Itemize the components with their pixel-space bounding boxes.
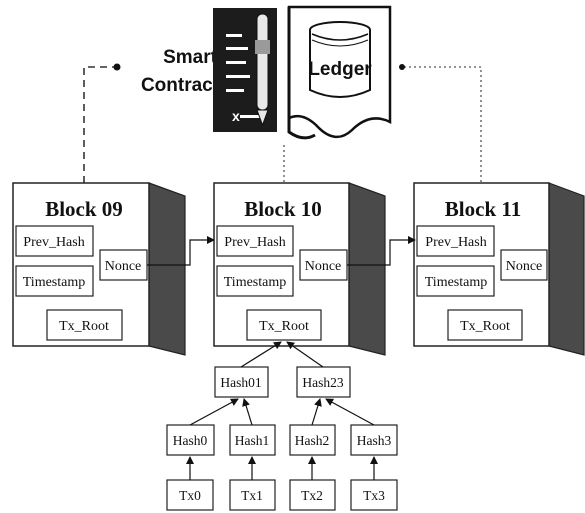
connector-endpoint-dot [399,64,405,70]
tree-edge [311,398,322,426]
chain-link-10-11 [347,236,416,266]
tx-node [166,479,214,511]
smart-contract: Smart Contract x [141,8,277,132]
top-connectors [83,63,482,183]
block-title: Block 11 [445,197,521,221]
hash-node [350,424,398,456]
contract-x-mark: x [232,108,240,124]
block-title: Block 10 [244,197,322,221]
block-title: Block 09 [45,197,123,221]
tree-edge [189,398,239,426]
tx-node [289,479,336,511]
hash-node [166,424,215,456]
tree-edge [242,398,253,426]
connector-endpoint-dot [113,63,121,71]
merkle-tree: Hash01 Hash23 Hash0 Hash1 Hash2 Hash3 Tx… [166,341,398,511]
timestamp-field: Timestamp [425,275,488,290]
hash01-label: Hash01 [220,375,261,390]
hash-node [229,424,276,456]
chain-link-09-10 [147,236,215,266]
tx-node [350,479,398,511]
tx3-label: Tx3 [363,488,385,503]
tx-root-field: Tx_Root [460,319,510,334]
nonce-field: Nonce [305,259,342,274]
tx2-label: Tx2 [301,488,323,503]
prev-hash-field: Prev_Hash [425,235,486,250]
hash-node [296,366,351,398]
tx-root-field: Tx_Root [59,319,109,334]
hash0-label: Hash0 [173,433,208,448]
ledger-label: Ledger [308,59,372,80]
hash23-label: Hash23 [302,375,343,390]
block-10: Block 10 Prev_Hash Timestamp Nonce Tx_Ro… [213,182,386,356]
hash2-label: Hash2 [295,433,330,448]
smart-contract-label-line1: Smart [163,47,218,68]
timestamp-field: Timestamp [224,275,287,290]
tree-edge [286,341,324,368]
block-09: Block 09 Prev_Hash Timestamp Nonce Tx_Ro… [12,182,186,356]
block-11: Block 11 Prev_Hash Timestamp Nonce Tx_Ro… [413,182,585,356]
ledger-scroll-icon [287,5,392,140]
hash-node [214,366,269,398]
chain-links [147,236,416,266]
tx0-label: Tx0 [179,488,201,503]
block09-to-contract-connector [83,66,114,183]
tree-edge [325,398,375,426]
prev-hash-field: Prev_Hash [23,235,84,250]
block11-to-ledger-connector [404,66,482,183]
tree-edge [240,341,282,368]
tx1-label: Tx1 [241,488,263,503]
nonce-field: Nonce [105,259,142,274]
prev-hash-field: Prev_Hash [224,235,285,250]
nonce-field: Nonce [506,259,543,274]
hash3-label: Hash3 [357,433,392,448]
hash1-label: Hash1 [235,433,270,448]
timestamp-field: Timestamp [23,275,86,290]
tx-root-field: Tx_Root [259,319,309,334]
smart-contract-label-line2: Contract [141,75,220,96]
contract-pen-icon: x [213,8,277,132]
ledger: Ledger [287,5,392,140]
